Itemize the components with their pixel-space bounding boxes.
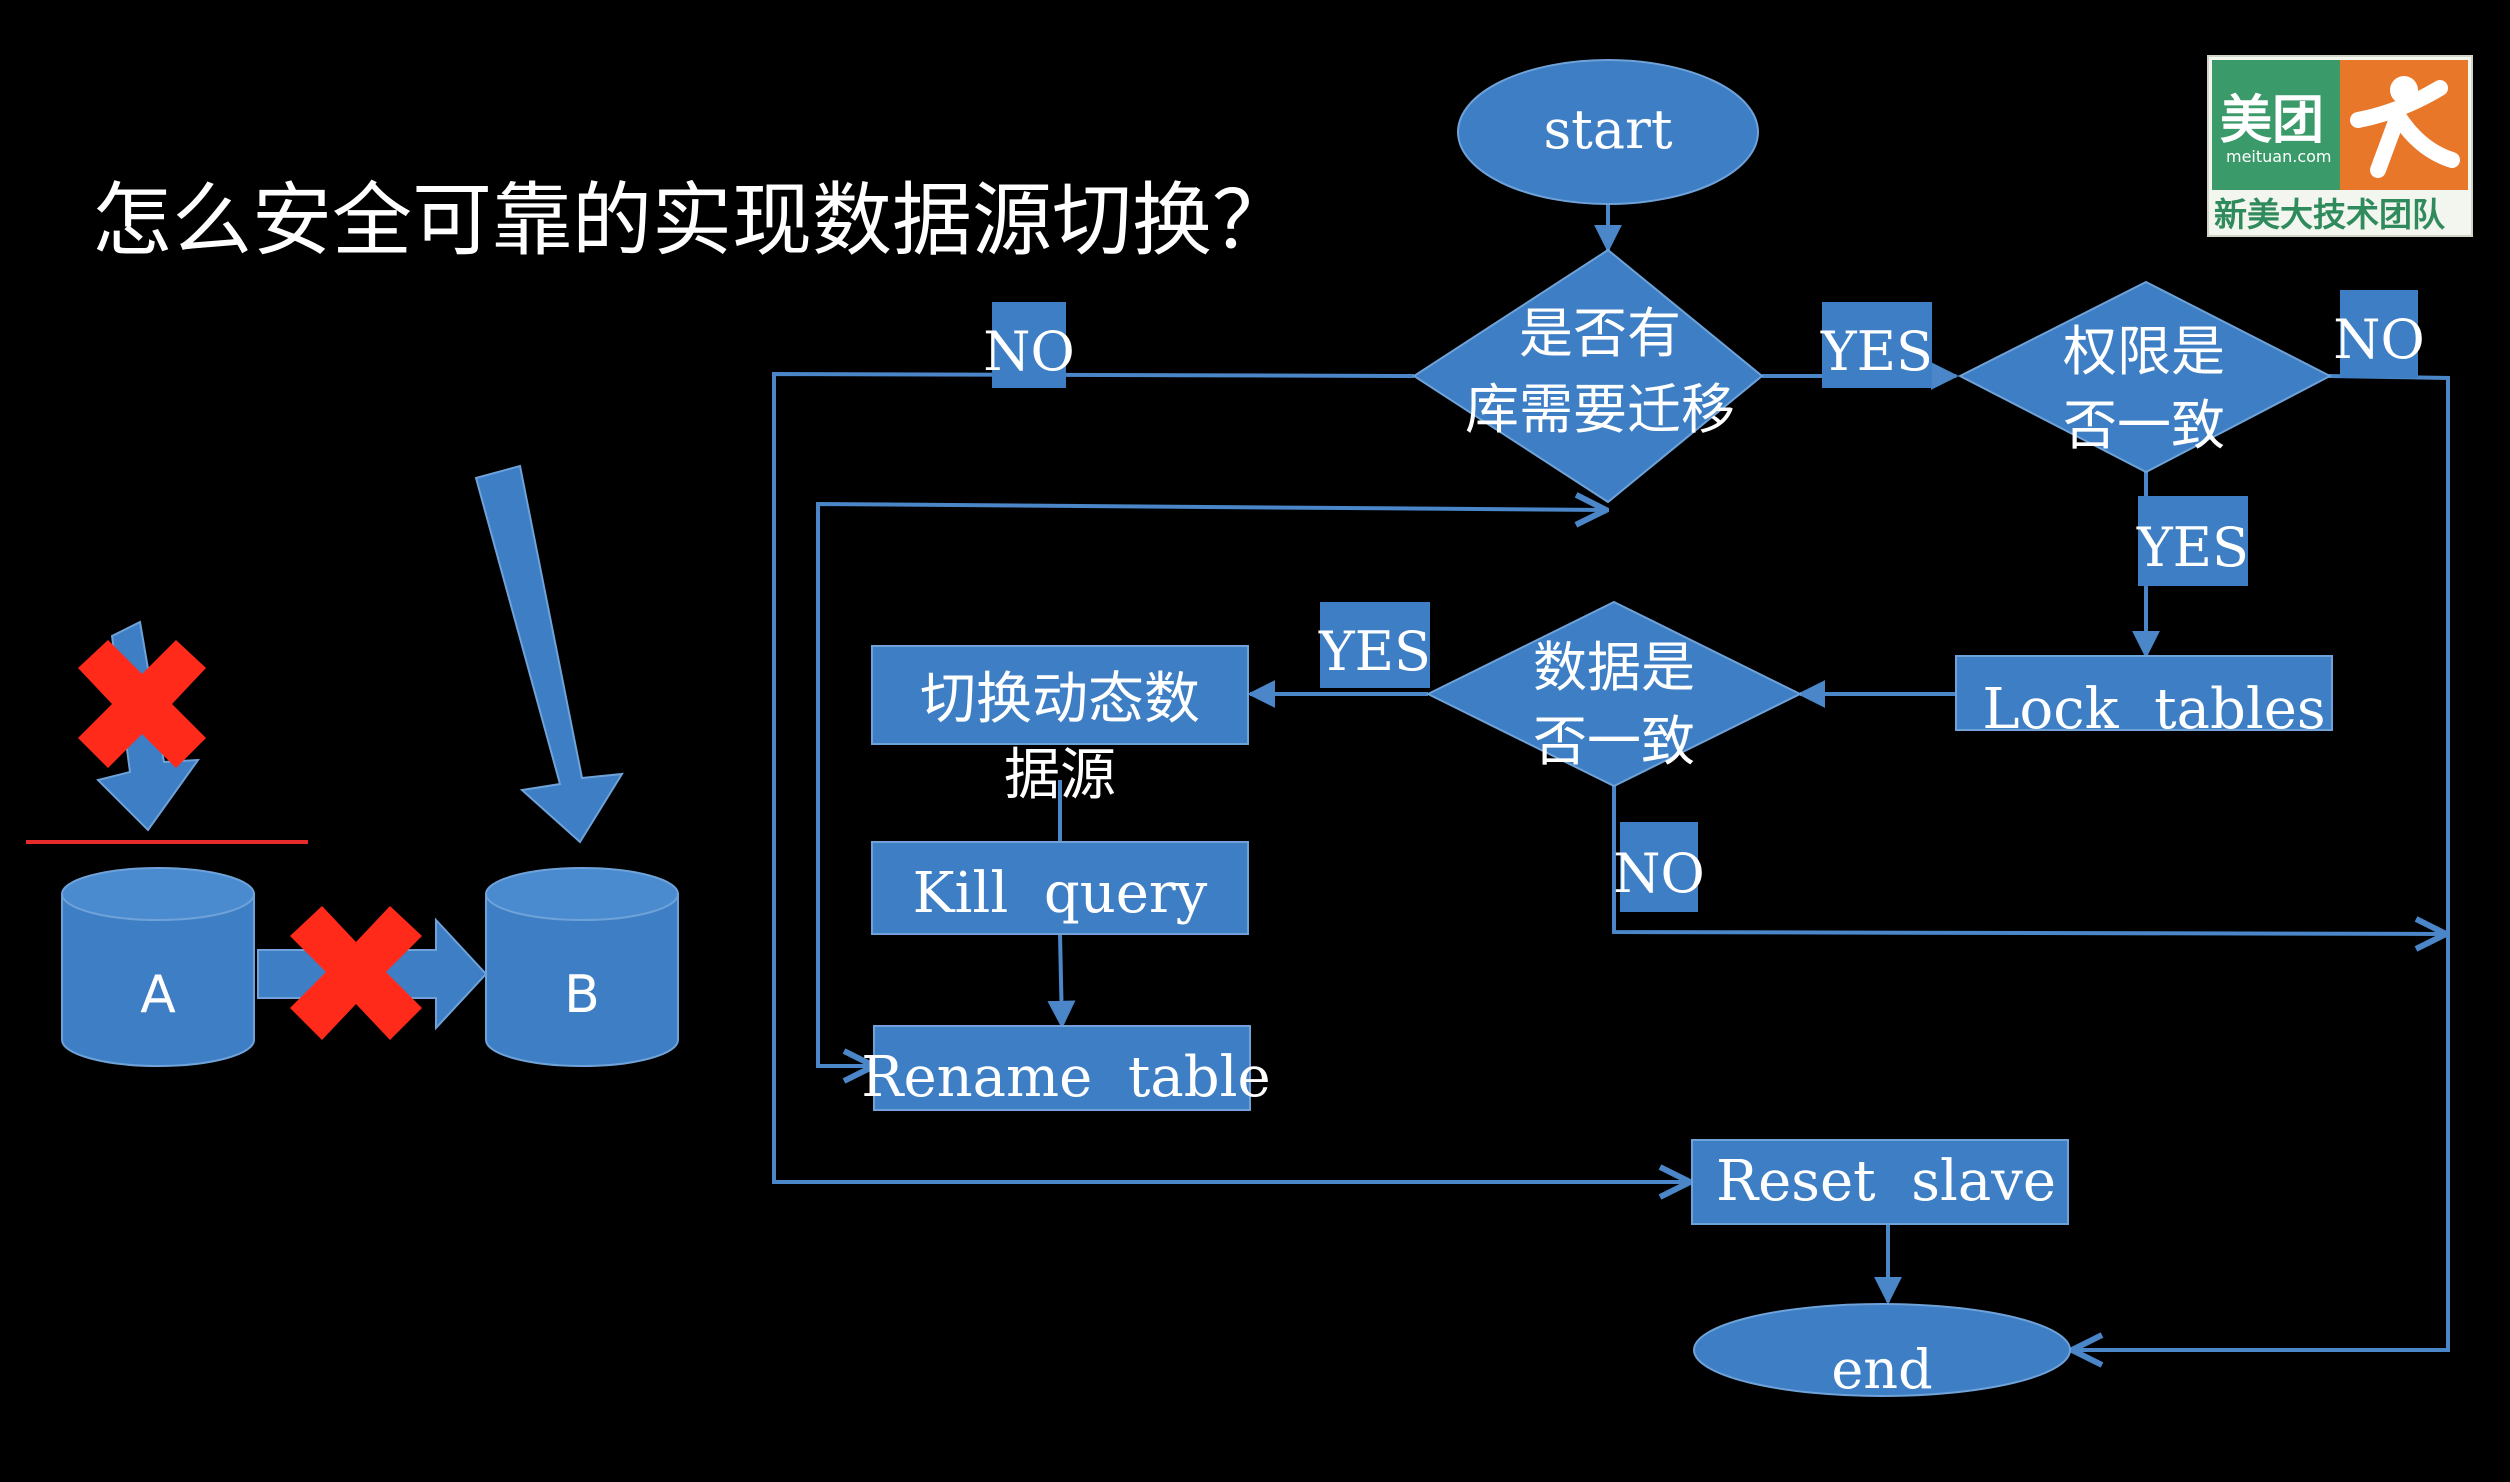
label-box-yes-data xyxy=(1320,602,1430,688)
slide-title: 怎么安全可靠的实现数据源切换？ xyxy=(92,174,1292,267)
arrow-to-b xyxy=(474,464,624,844)
start-node xyxy=(1457,59,1759,205)
decision-data-line2: 否一致 xyxy=(1533,710,1695,773)
label-yes-migrate: YES xyxy=(1820,320,1933,383)
decision-migrate xyxy=(1412,248,1764,504)
kill-query-box xyxy=(871,841,1249,935)
database-b-label: B xyxy=(564,965,600,1025)
decision-data xyxy=(1425,600,1803,788)
kill-query-label: Kill query xyxy=(913,861,1208,926)
logo-brand: 美团 xyxy=(2220,91,2324,151)
connector-permission-no xyxy=(2072,374,2450,1350)
decision-data-line1: 数据是 xyxy=(1533,636,1695,699)
connector-data-no xyxy=(1612,780,2446,934)
label-box-no-migrate xyxy=(992,302,1066,388)
label-no-data: NO xyxy=(1613,842,1705,905)
lock-tables-label: Lock tables xyxy=(1982,677,2325,742)
label-yes-permission: YES xyxy=(2136,516,2249,579)
person-icon xyxy=(2350,76,2460,178)
logo-caption: 新美大技术团队 xyxy=(2214,195,2446,234)
rename-table-label: Rename table xyxy=(861,1045,1270,1110)
label-box-yes-migrate xyxy=(1822,302,1932,388)
switch-source-label-tail: 据源 xyxy=(1004,743,1116,808)
switch-source-label: 切换动态数 xyxy=(920,667,1200,732)
connector-rename-loop-back xyxy=(816,504,1606,1066)
database-a-label: A xyxy=(140,965,176,1025)
decision-permission-line2: 否一致 xyxy=(2063,394,2225,457)
label-no-migrate: NO xyxy=(983,320,1075,383)
label-no-permission: NO xyxy=(2333,308,2425,371)
logo-domain: meituan.com xyxy=(2226,147,2332,166)
database-a-icon xyxy=(61,867,255,1067)
decision-migrate-line2: 库需要迁移 xyxy=(1465,378,1735,441)
migration-illustration: A B xyxy=(26,464,679,1067)
decision-migrate-line1: 是否有 xyxy=(1519,302,1681,365)
end-label: end xyxy=(1831,1338,1932,1401)
label-yes-data: YES xyxy=(1318,620,1431,683)
flowchart: start 是否有 库需要迁移 权限是 否一致 Lock tables 数据是 … xyxy=(772,59,2450,1401)
switch-source-box xyxy=(871,645,1249,745)
reset-slave-box xyxy=(1691,1139,2069,1225)
rename-table-box xyxy=(873,1025,1251,1111)
cross-icon xyxy=(290,906,422,1040)
connector-migrate-no xyxy=(772,371,1690,1182)
label-box-yes-permission xyxy=(2138,496,2248,586)
label-box-no-data xyxy=(1620,822,1698,912)
connector-kill-to-rename xyxy=(1047,933,1076,1029)
lock-tables-box xyxy=(1955,655,2333,731)
decision-permission xyxy=(1957,280,2333,474)
database-b-icon xyxy=(485,867,679,1067)
meituan-logo: 美团 meituan.com 新美大技术团队 xyxy=(2207,55,2473,237)
reset-slave-label: Reset slave xyxy=(1716,1149,2056,1214)
start-label: start xyxy=(1543,98,1672,161)
cross-icon xyxy=(78,640,206,768)
decision-permission-line1: 权限是 xyxy=(2063,320,2225,383)
end-node xyxy=(1693,1303,2071,1397)
label-box-no-permission xyxy=(2340,290,2418,378)
